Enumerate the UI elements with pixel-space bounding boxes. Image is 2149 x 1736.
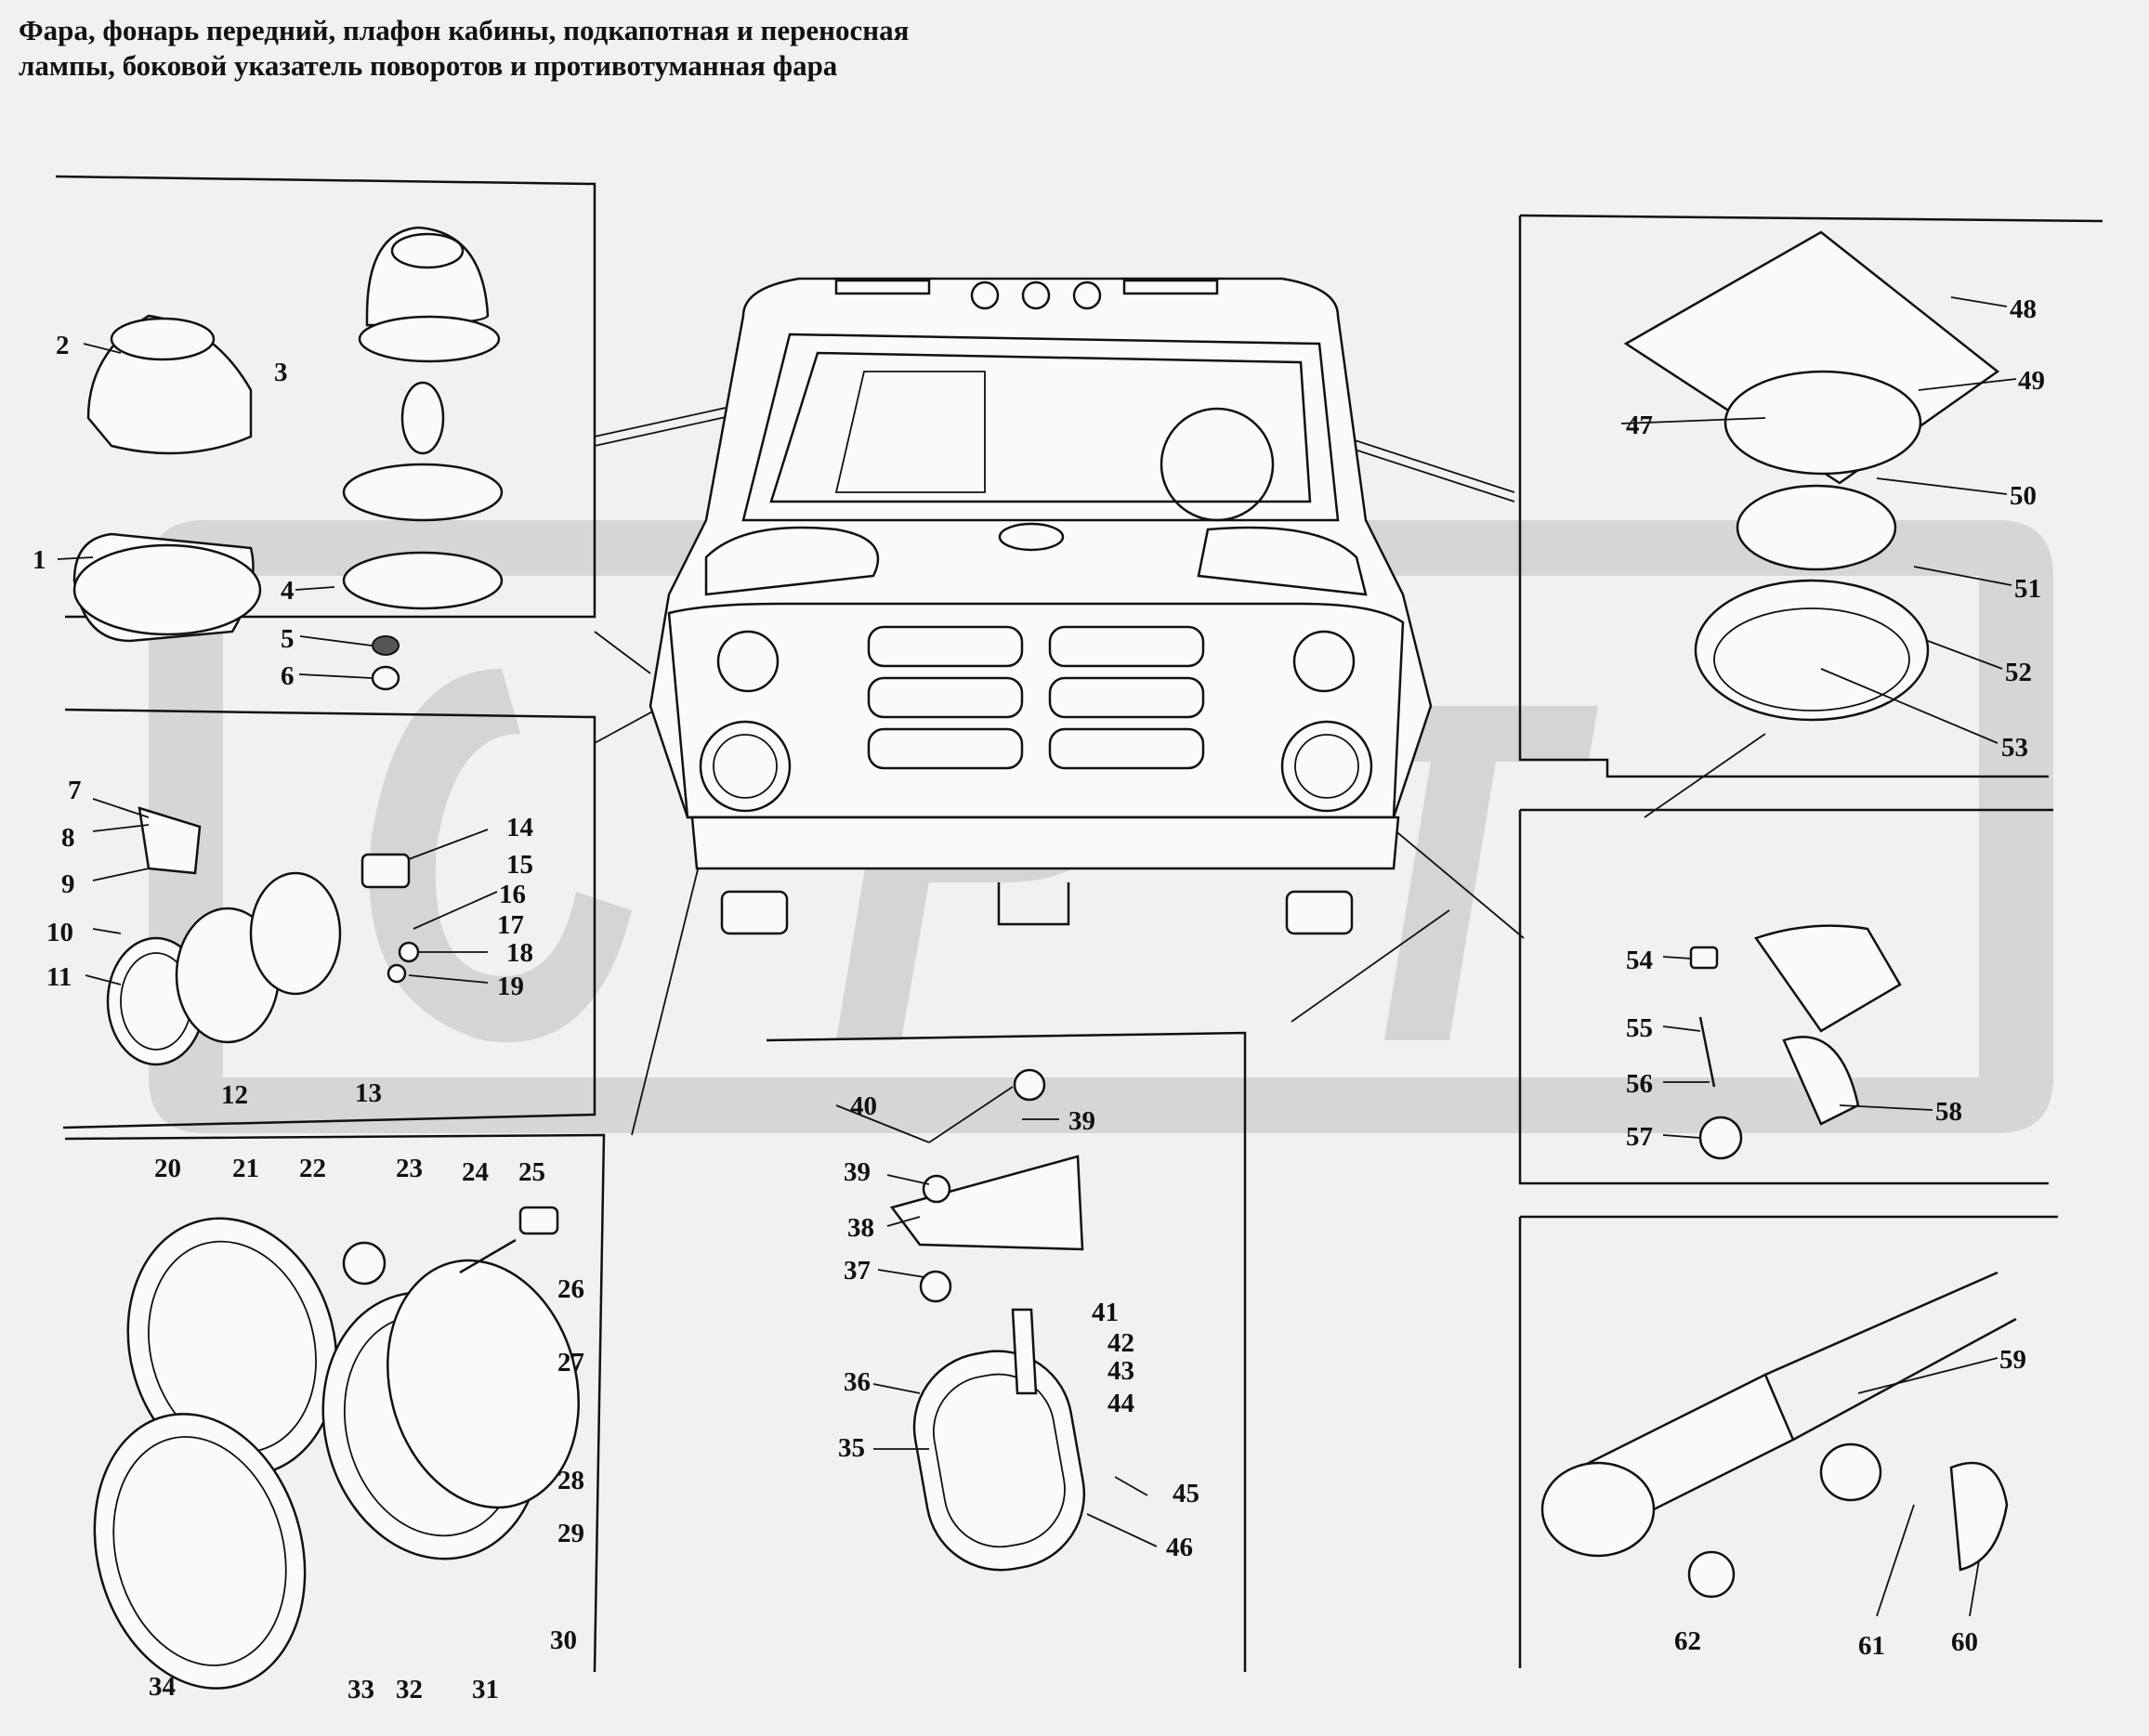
callout-40: 40 xyxy=(850,1091,877,1121)
callout-2: 2 xyxy=(56,331,70,360)
callout-43: 43 xyxy=(1107,1356,1134,1386)
callout-37: 37 xyxy=(844,1256,871,1286)
callout-34: 34 xyxy=(149,1672,176,1702)
callout-3: 3 xyxy=(274,358,288,387)
callout-12: 12 xyxy=(221,1080,248,1110)
part-portable-lamp xyxy=(1540,1271,2017,1599)
callout-41: 41 xyxy=(1092,1298,1119,1327)
callout-labels: 1 2 3 4 5 6 7 8 9 10 11 12 13 14 15 16 1… xyxy=(33,294,2045,1704)
callout-21: 21 xyxy=(232,1154,259,1183)
callout-56: 56 xyxy=(1626,1069,1653,1099)
part-marker-lamps xyxy=(72,226,504,691)
callout-48: 48 xyxy=(2010,294,2037,324)
callout-32: 32 xyxy=(396,1675,423,1704)
callout-19: 19 xyxy=(497,972,524,1001)
callout-51: 51 xyxy=(2014,574,2041,604)
callout-1: 1 xyxy=(33,545,46,575)
callout-31: 31 xyxy=(472,1675,499,1704)
callout-9: 9 xyxy=(61,869,75,899)
callout-39: 39 xyxy=(844,1157,871,1187)
callout-33: 33 xyxy=(347,1675,374,1704)
part-front-turn-lamp xyxy=(106,806,420,1066)
callout-47: 47 xyxy=(1626,411,1653,440)
callout-55: 55 xyxy=(1626,1013,1653,1043)
callout-27: 27 xyxy=(557,1348,584,1377)
callout-7: 7 xyxy=(68,776,82,805)
callout-6: 6 xyxy=(281,661,295,691)
callout-30: 30 xyxy=(550,1625,577,1655)
callout-58: 58 xyxy=(1935,1097,1962,1127)
callout-52: 52 xyxy=(2005,658,2032,687)
part-fog-lamp xyxy=(889,1068,1086,1572)
diagram-title: Фара, фонарь передний, плафон кабины, по… xyxy=(19,14,910,82)
callout-14: 14 xyxy=(506,813,533,842)
callout-5: 5 xyxy=(281,624,295,654)
callout-18: 18 xyxy=(506,938,533,968)
callout-57: 57 xyxy=(1626,1122,1653,1152)
callout-54: 54 xyxy=(1626,946,1653,975)
callout-46: 46 xyxy=(1166,1533,1193,1562)
callout-62: 62 xyxy=(1674,1626,1701,1656)
section-frames xyxy=(55,175,2103,1673)
callout-22: 22 xyxy=(299,1154,326,1183)
callout-59: 59 xyxy=(1999,1345,2026,1375)
callout-44: 44 xyxy=(1107,1389,1134,1418)
callout-25: 25 xyxy=(518,1157,545,1187)
callout-16: 16 xyxy=(499,880,526,909)
callout-61: 61 xyxy=(1858,1631,1885,1661)
part-side-turn-indicator xyxy=(1689,924,1902,1160)
callout-49: 49 xyxy=(2018,366,2045,396)
callout-26: 26 xyxy=(557,1274,584,1304)
callout-50: 50 xyxy=(2010,481,2037,511)
callout-17: 17 xyxy=(497,910,524,940)
callout-35: 35 xyxy=(838,1433,865,1463)
part-cab-dome-lamp xyxy=(1623,230,2000,722)
part-headlight-assembly xyxy=(93,1206,580,1690)
callout-15: 15 xyxy=(506,850,533,880)
callout-4: 4 xyxy=(281,576,295,606)
callout-38: 38 xyxy=(847,1213,874,1243)
callout-42: 42 xyxy=(1107,1328,1134,1358)
callout-36: 36 xyxy=(844,1367,871,1397)
callout-23: 23 xyxy=(396,1154,423,1183)
callout-24: 24 xyxy=(462,1157,489,1187)
callout-60: 60 xyxy=(1951,1627,1978,1657)
callout-45: 45 xyxy=(1173,1479,1199,1508)
callout-10: 10 xyxy=(46,918,73,947)
callout-13: 13 xyxy=(355,1078,382,1108)
callout-28: 28 xyxy=(557,1466,584,1495)
truck-front-view xyxy=(649,277,1433,935)
callout-29: 29 xyxy=(557,1519,584,1548)
callout-20: 20 xyxy=(154,1154,181,1183)
callout-39b: 39 xyxy=(1068,1106,1095,1136)
callout-11: 11 xyxy=(46,962,72,992)
callout-53: 53 xyxy=(2001,733,2028,763)
callout-8: 8 xyxy=(61,823,75,853)
callout-leaders xyxy=(57,296,2017,1617)
